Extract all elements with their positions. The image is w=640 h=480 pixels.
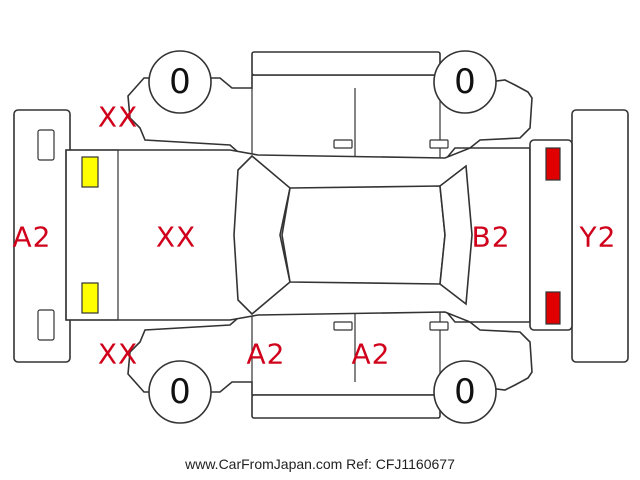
- vehicle-top-view: [65, 139, 573, 331]
- right-side-panel: [127, 309, 533, 419]
- rear-right-tire: 0: [433, 360, 497, 424]
- code-rear-glass: B2: [471, 221, 510, 254]
- front-left-lamp: [81, 156, 99, 188]
- left-side-panel: [127, 51, 533, 161]
- front-right-tire: 0: [148, 360, 212, 424]
- code-front-left-corner: XX: [98, 101, 138, 134]
- rear-right-tire-count: 0: [454, 372, 476, 412]
- front-left-tire-count: 0: [169, 62, 191, 102]
- rear-left-tire: 0: [433, 50, 497, 114]
- rear-right-lamp: [545, 291, 561, 325]
- front-right-lamp: [81, 282, 99, 314]
- front-left-tire: 0: [148, 50, 212, 114]
- code-front-bumper: A2: [13, 221, 52, 254]
- code-hood: XX: [156, 221, 196, 254]
- rear-left-lamp: [545, 147, 561, 181]
- code-rear-bumper: Y2: [579, 221, 617, 254]
- rear-left-tire-count: 0: [454, 62, 476, 102]
- footer-ref: Ref: CFJ1160677: [346, 456, 455, 472]
- code-front-right-corner: XX: [98, 338, 138, 371]
- front-right-tire-count: 0: [169, 372, 191, 412]
- footer-website: www.CarFromJapan.com: [185, 456, 343, 472]
- footer-watermark: www.CarFromJapan.com Ref: CFJ1160677: [0, 456, 640, 472]
- code-right-rear-door: A2: [352, 338, 391, 371]
- code-right-front-door: A2: [247, 338, 286, 371]
